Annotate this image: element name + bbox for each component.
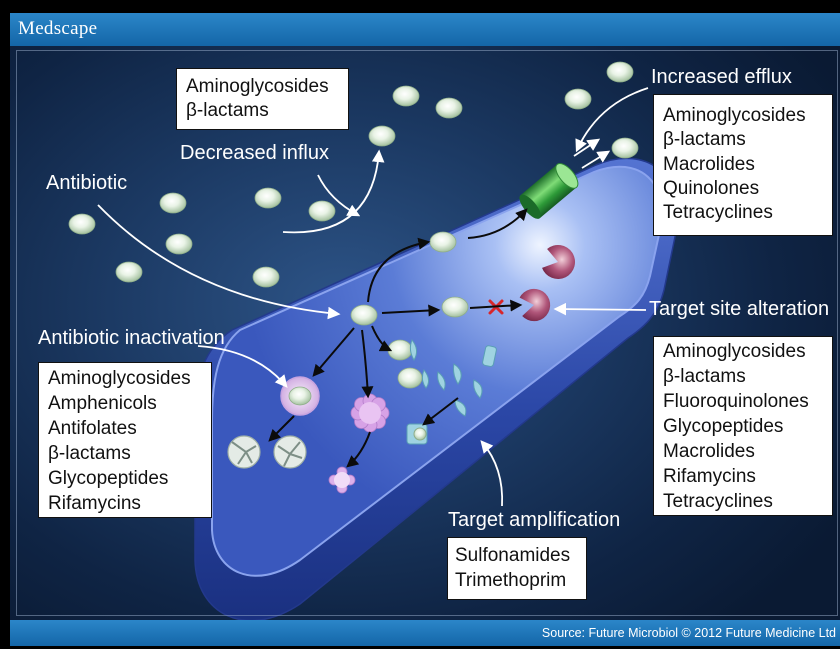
- antibiotic-class: β-lactams: [186, 99, 348, 123]
- antibiotic-class: Fluoroquinolones: [663, 389, 832, 414]
- decreased-influx-antibiotics-box: Aminoglycosides β-lactams: [176, 68, 349, 130]
- label-increased-efflux: Increased efflux: [651, 66, 792, 88]
- target-amplification-antibiotics-box: Sulfonamides Trimethoprim: [447, 537, 587, 600]
- label-target-amplification: Target amplification: [448, 509, 620, 531]
- label-decreased-influx: Decreased influx: [180, 142, 329, 164]
- antibiotic-class: Antifolates: [48, 416, 211, 441]
- antibiotic-class: Macrolides: [663, 439, 832, 464]
- antibiotic-class: Tetracyclines: [663, 201, 832, 225]
- brand-logo: Medscape: [18, 18, 97, 40]
- footer-bar: Source: Future Microbiol © 2012 Future M…: [10, 620, 840, 646]
- antibiotic-class: Aminoglycosides: [48, 366, 211, 391]
- label-antibiotic-inactivation: Antibiotic inactivation: [38, 327, 225, 349]
- antibiotic-class: Sulfonamides: [455, 543, 586, 568]
- antibiotic-class: Glycopeptides: [663, 414, 832, 439]
- label-antibiotic: Antibiotic: [46, 172, 127, 194]
- antibiotic-class: Quinolones: [663, 177, 832, 201]
- antibiotic-class: Glycopeptides: [48, 466, 211, 491]
- antibiotic-class: β-lactams: [48, 441, 211, 466]
- antibiotic-class: Trimethoprim: [455, 568, 586, 593]
- antibiotic-class: Aminoglycosides: [186, 75, 348, 99]
- antibiotic-class: Tetracyclines: [663, 489, 832, 514]
- antibiotic-class: Amphenicols: [48, 391, 211, 416]
- antibiotic-class: Macrolides: [663, 153, 832, 177]
- antibiotic-class: β-lactams: [663, 128, 832, 152]
- source-credit: Source: Future Microbiol © 2012 Future M…: [542, 626, 836, 640]
- antibiotic-class: β-lactams: [663, 364, 832, 389]
- antibiotic-class: Aminoglycosides: [663, 339, 832, 364]
- antibiotic-class: Aminoglycosides: [663, 104, 832, 128]
- header-bar: Medscape: [10, 13, 840, 46]
- increased-efflux-antibiotics-box: Aminoglycosides β-lactams Macrolides Qui…: [653, 94, 833, 236]
- antibiotic-class: Rifamycins: [663, 464, 832, 489]
- antibiotic-class: Rifamycins: [48, 491, 211, 516]
- label-target-site-alteration: Target site alteration: [649, 298, 837, 320]
- antibiotic-inactivation-antibiotics-box: Aminoglycosides Amphenicols Antifolates …: [38, 362, 212, 518]
- target-site-alteration-antibiotics-box: Aminoglycosides β-lactams Fluoroquinolon…: [653, 336, 833, 516]
